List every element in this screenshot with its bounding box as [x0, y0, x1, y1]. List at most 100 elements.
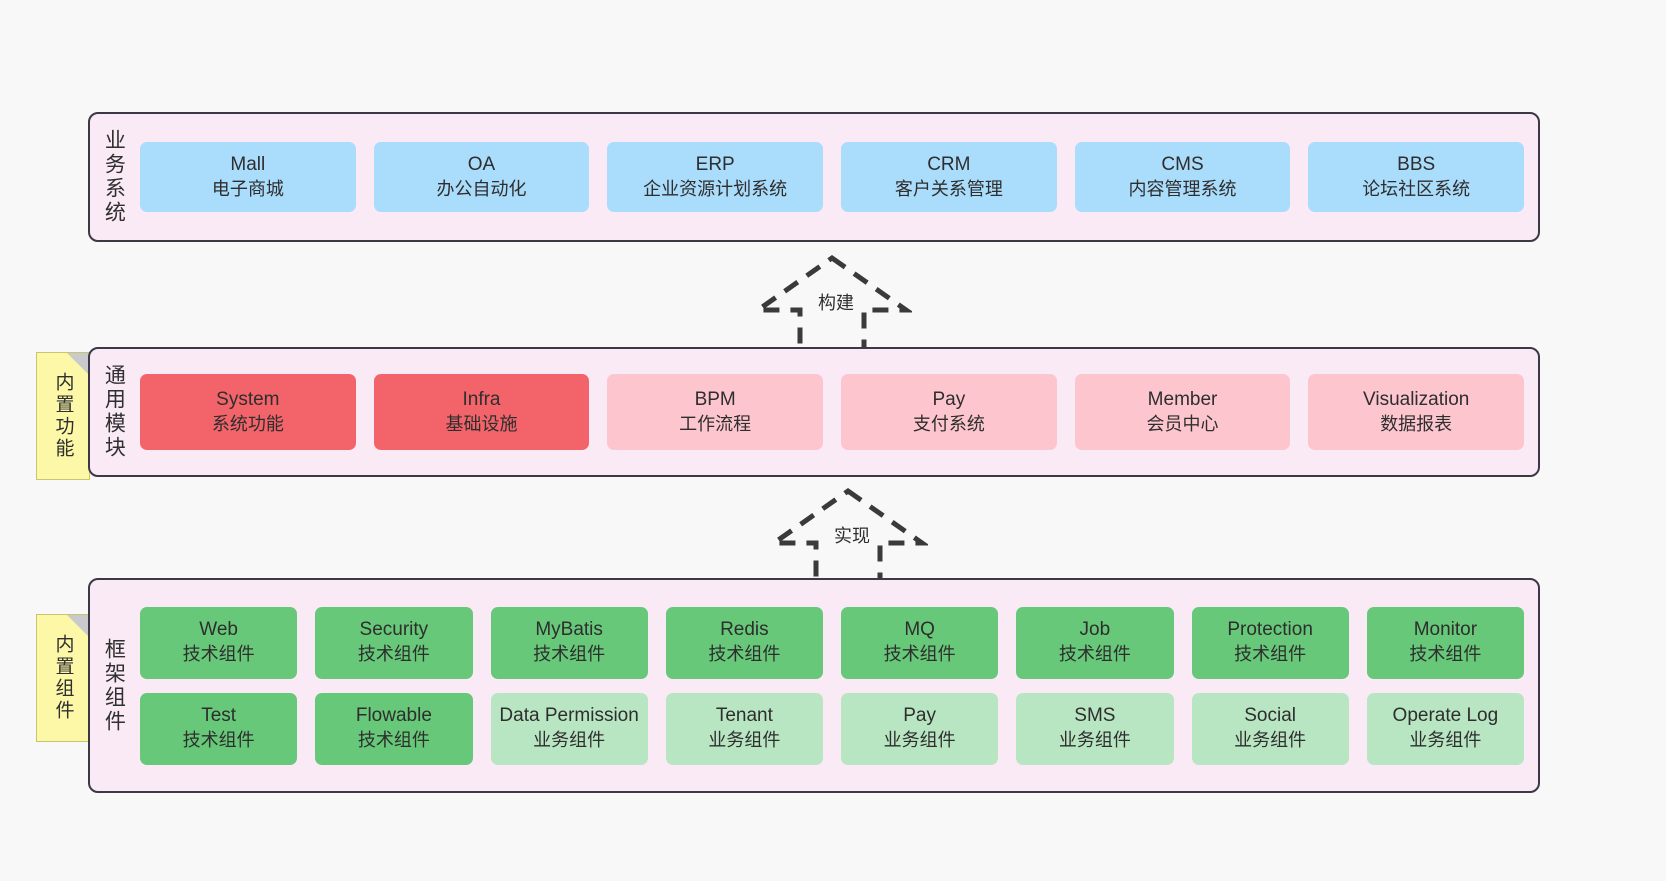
node-job-cn: 技术组件: [1058, 644, 1131, 665]
node-job-en: Job: [1079, 619, 1111, 641]
node-data-permission-en: Data Permission: [499, 705, 639, 727]
node-data-permission[interactable]: Data Permission 业务组件: [490, 692, 648, 765]
node-bpm-cn: 工作流程: [679, 413, 752, 434]
layer-business-system: 业务系统 Mall 电子商城 OA 办公自动化 ERP 企业资源计划系统 CRM…: [88, 112, 1540, 242]
node-system-en: System: [216, 388, 280, 410]
node-redis-cn: 技术组件: [708, 644, 781, 665]
node-operate-log-en: Operate Log: [1392, 705, 1499, 727]
node-cms-en: CMS: [1161, 153, 1204, 175]
node-operate-log[interactable]: Operate Log 业务组件: [1366, 692, 1524, 765]
node-sms-en: SMS: [1074, 705, 1116, 727]
node-erp-en: ERP: [695, 153, 735, 175]
node-visualization[interactable]: Visualization 数据报表: [1308, 374, 1525, 450]
node-pay-en: Pay: [932, 388, 966, 410]
layer-title-framework-components: 框架组件: [102, 637, 126, 734]
node-bpm-en: BPM: [694, 388, 736, 410]
node-sms-cn: 业务组件: [1058, 730, 1131, 751]
node-member[interactable]: Member 会员中心: [1074, 374, 1291, 450]
node-mq-cn: 技术组件: [883, 644, 956, 665]
layer-framework-components: 框架组件 Web 技术组件 Security 技术组件 MyBatis 技术组件…: [88, 578, 1540, 793]
node-row-business: Mall 电子商城 OA 办公自动化 ERP 企业资源计划系统 CRM 客户关系…: [140, 142, 1525, 212]
node-data-permission-cn: 业务组件: [533, 730, 606, 751]
node-crm-cn: 客户关系管理: [894, 178, 1003, 199]
node-monitor-cn: 技术组件: [1409, 644, 1482, 665]
node-row-framework-biz: Test 技术组件 Flowable 技术组件 Data Permission …: [140, 692, 1524, 765]
layer-body-common-modules: System 系统功能 Infra 基础设施 BPM 工作流程 Pay 支付系统…: [136, 349, 1538, 475]
node-tenant-en: Tenant: [715, 705, 773, 727]
node-protection-cn: 技术组件: [1234, 644, 1307, 665]
connector-implement: 实现: [768, 485, 928, 585]
node-pay-component-cn: 业务组件: [883, 730, 956, 751]
node-system-cn: 系统功能: [211, 413, 284, 434]
node-sms[interactable]: SMS 业务组件: [1016, 692, 1174, 765]
layer-common-modules: 通用模块 System 系统功能 Infra 基础设施 BPM 工作流程 Pay…: [88, 347, 1540, 477]
node-flowable-en: Flowable: [355, 705, 432, 727]
node-social-en: Social: [1244, 705, 1296, 727]
node-mybatis-en: MyBatis: [535, 619, 603, 641]
node-cms[interactable]: CMS 内容管理系统: [1074, 142, 1291, 212]
node-bbs-cn: 论坛社区系统: [1362, 178, 1471, 199]
node-visualization-en: Visualization: [1363, 388, 1470, 410]
sticky-note-builtin-components-label: 内置组件: [52, 634, 74, 722]
node-infra-cn: 基础设施: [445, 413, 518, 434]
layer-body-business-system: Mall 电子商城 OA 办公自动化 ERP 企业资源计划系统 CRM 客户关系…: [136, 114, 1538, 240]
node-redis-en: Redis: [720, 619, 769, 641]
node-social-cn: 业务组件: [1234, 730, 1307, 751]
node-row-common: System 系统功能 Infra 基础设施 BPM 工作流程 Pay 支付系统…: [140, 374, 1525, 450]
node-job[interactable]: Job 技术组件: [1016, 606, 1174, 679]
node-monitor[interactable]: Monitor 技术组件: [1366, 606, 1524, 679]
node-web-cn: 技术组件: [182, 644, 255, 665]
node-flowable-cn: 技术组件: [357, 730, 430, 751]
node-social[interactable]: Social 业务组件: [1191, 692, 1349, 765]
node-pay[interactable]: Pay 支付系统: [841, 374, 1057, 450]
sticky-note-builtin-features-label: 内置功能: [52, 372, 74, 460]
node-mall-cn: 电子商城: [211, 178, 284, 199]
node-tenant[interactable]: Tenant 业务组件: [665, 692, 823, 765]
node-bbs-en: BBS: [1397, 153, 1436, 175]
node-security-en: Security: [359, 619, 429, 641]
node-mall[interactable]: Mall 电子商城: [140, 142, 356, 212]
node-flowable[interactable]: Flowable 技术组件: [315, 692, 473, 765]
node-security[interactable]: Security 技术组件: [315, 606, 473, 679]
layer-title-common-modules: 通用模块: [102, 364, 126, 460]
node-tenant-cn: 业务组件: [708, 730, 781, 751]
connector-build-label: 构建: [816, 293, 856, 313]
sticky-note-builtin-features: 内置功能: [36, 352, 90, 480]
node-row-framework-tech: Web 技术组件 Security 技术组件 MyBatis 技术组件 Redi…: [140, 606, 1524, 679]
node-oa-cn: 办公自动化: [436, 178, 527, 199]
layer-title-business-system: 业务系统: [102, 129, 126, 225]
node-crm-en: CRM: [927, 153, 971, 175]
node-crm[interactable]: CRM 客户关系管理: [841, 142, 1057, 212]
node-bpm[interactable]: BPM 工作流程: [607, 374, 824, 450]
node-test-en: Test: [201, 705, 237, 727]
node-operate-log-cn: 业务组件: [1409, 730, 1482, 751]
node-pay-component[interactable]: Pay 业务组件: [841, 692, 999, 765]
node-member-en: Member: [1147, 388, 1218, 410]
node-system[interactable]: System 系统功能: [140, 374, 356, 450]
node-infra[interactable]: Infra 基础设施: [373, 374, 590, 450]
node-redis[interactable]: Redis 技术组件: [665, 606, 823, 679]
node-cms-cn: 内容管理系统: [1128, 178, 1237, 199]
node-monitor-en: Monitor: [1413, 619, 1478, 641]
node-erp[interactable]: ERP 企业资源计划系统: [607, 142, 824, 212]
node-security-cn: 技术组件: [357, 644, 430, 665]
node-pay-component-en: Pay: [903, 705, 936, 727]
node-mybatis-cn: 技术组件: [533, 644, 606, 665]
node-visualization-cn: 数据报表: [1380, 413, 1453, 434]
node-erp-cn: 企业资源计划系统: [643, 178, 788, 199]
node-web[interactable]: Web 技术组件: [140, 606, 298, 679]
connector-build: 构建: [752, 252, 912, 352]
layer-body-framework-components: Web 技术组件 Security 技术组件 MyBatis 技术组件 Redi…: [136, 580, 1538, 791]
node-infra-en: Infra: [462, 388, 501, 410]
node-test-cn: 技术组件: [182, 730, 255, 751]
node-test[interactable]: Test 技术组件: [140, 692, 298, 765]
node-protection[interactable]: Protection 技术组件: [1191, 606, 1349, 679]
node-web-en: Web: [199, 619, 238, 641]
node-protection-en: Protection: [1227, 619, 1313, 641]
node-mybatis[interactable]: MyBatis 技术组件: [490, 606, 648, 679]
node-oa-en: OA: [467, 153, 496, 175]
node-bbs[interactable]: BBS 论坛社区系统: [1308, 142, 1525, 212]
node-oa[interactable]: OA 办公自动化: [373, 142, 590, 212]
node-mq[interactable]: MQ 技术组件: [841, 606, 999, 679]
